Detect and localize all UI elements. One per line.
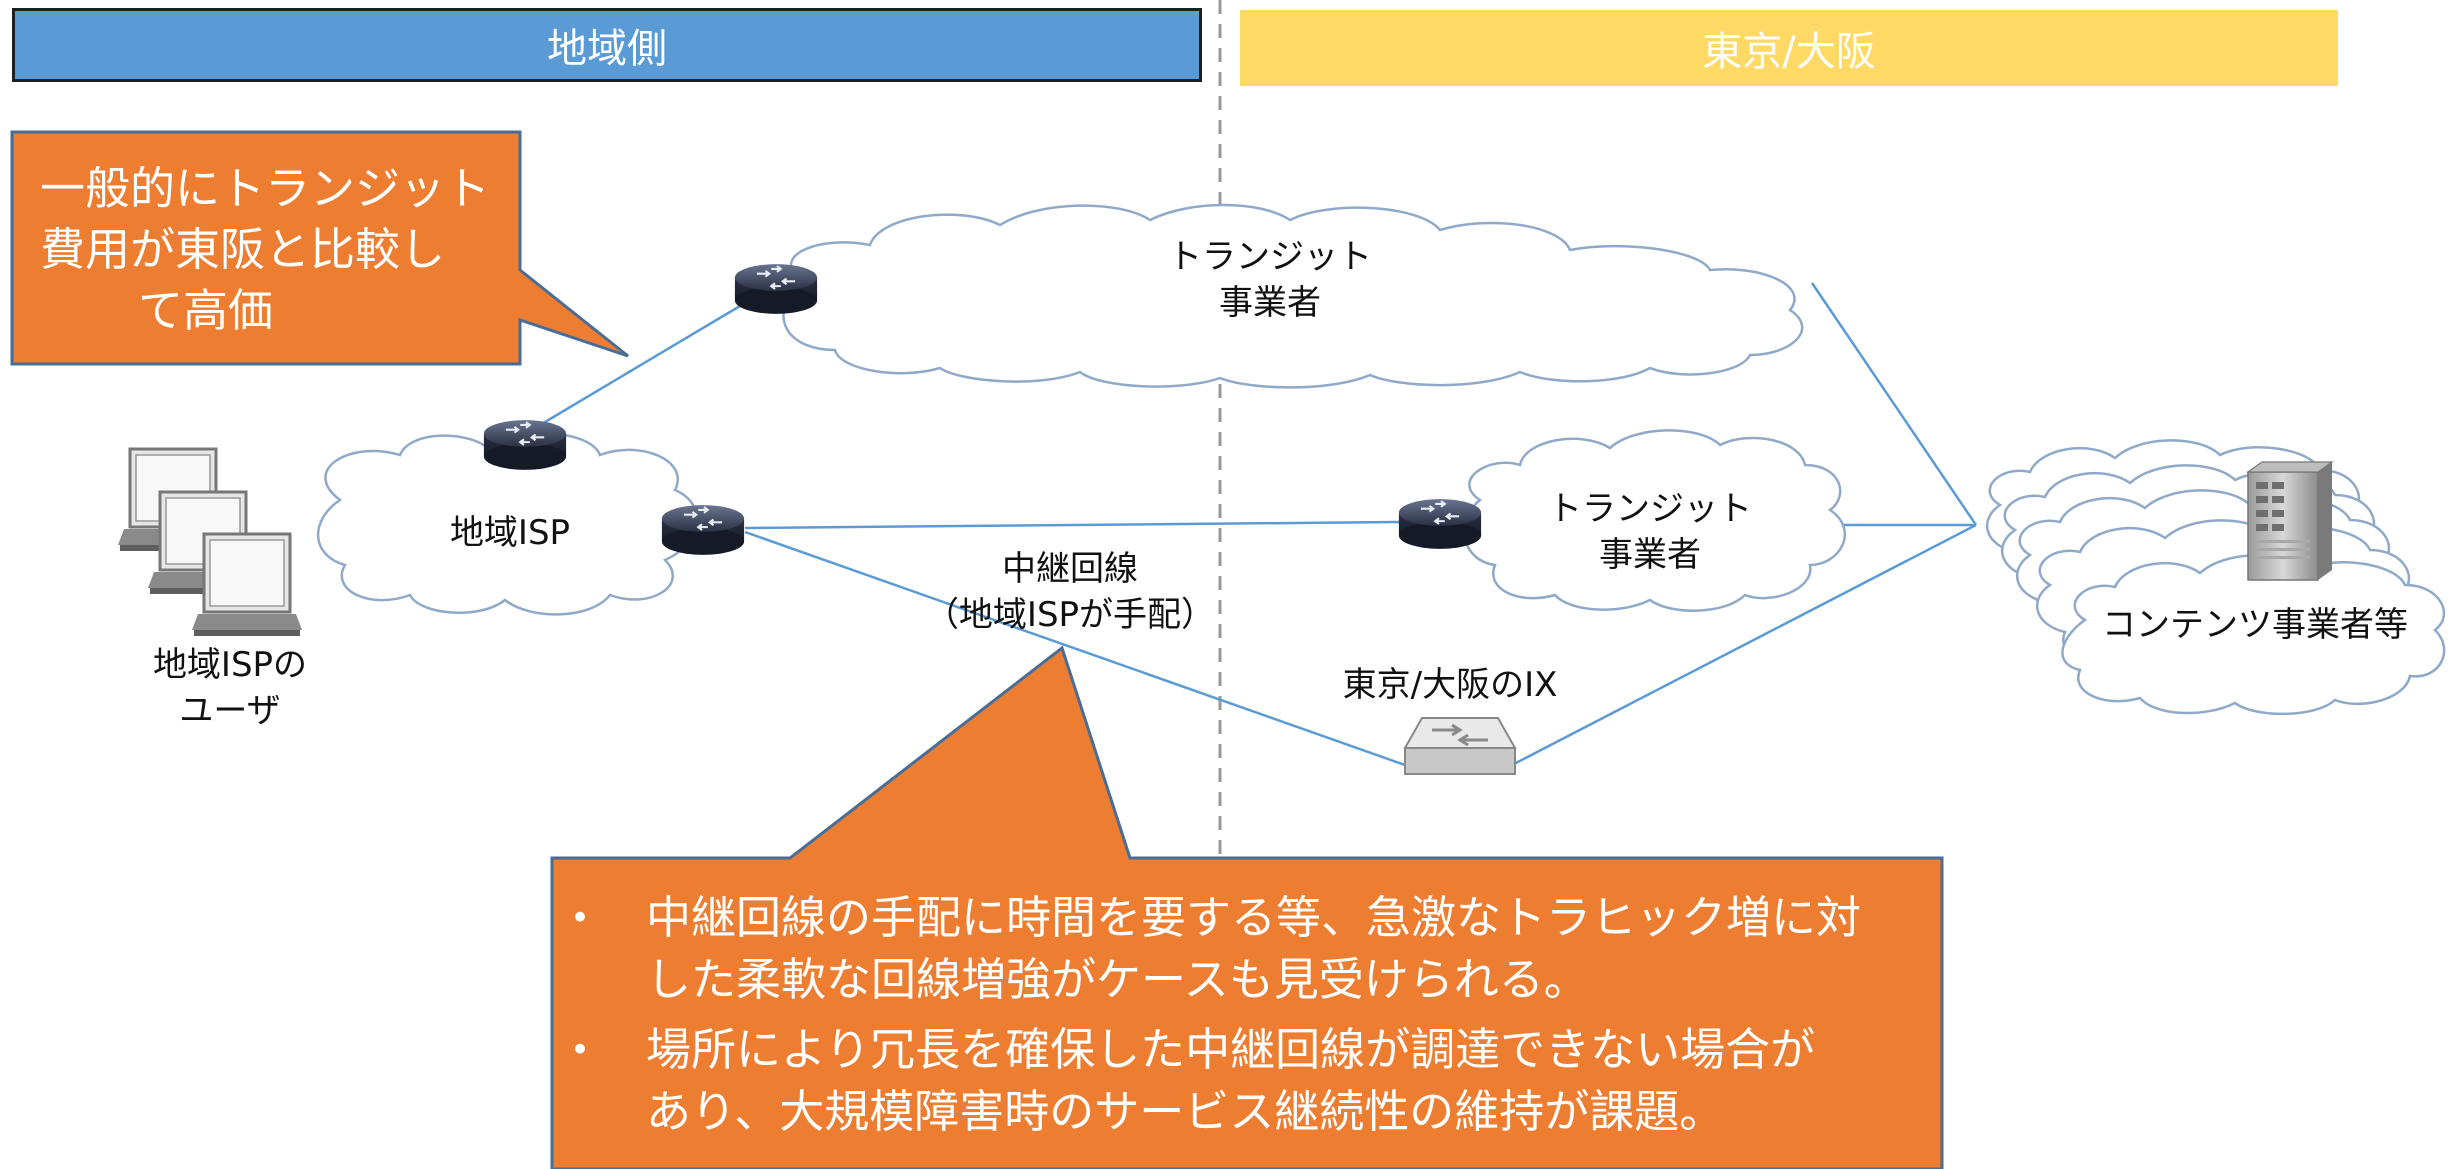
laptop-icon-3: [192, 532, 302, 638]
header-region-side: 地域側: [12, 8, 1202, 82]
router-icon-transit-mid: [1397, 498, 1483, 550]
ix-label: 東京/大阪のIX: [1300, 662, 1600, 708]
switch-icon-ix: [1403, 717, 1517, 775]
relay-line-label-line: （地域ISPが手配）: [924, 595, 1216, 635]
link-transit-top-to-content: [1810, 282, 1978, 526]
network-links: [539, 282, 1978, 767]
router-icon-isp-upper: [482, 419, 568, 471]
issues-line: 中継回線の手配に時間を要する等、急激なトラヒック増に対: [646, 891, 1862, 944]
relay-line-label-line: 中継回線: [1002, 549, 1138, 589]
issues-line: あり、大規模障害時のサービス継続性の維持が課題。: [646, 1085, 1725, 1138]
regional-isp-label: 地域ISP: [410, 510, 610, 556]
content-providers-label-text: コンテンツ事業者等: [2102, 605, 2408, 645]
link-isp-to-transit-mid: [744, 520, 1401, 530]
bullet-icon: •: [570, 1030, 591, 1070]
relay-line-label: 中継回線 （地域ISPが手配）: [900, 546, 1240, 638]
callout-transit-cost-line: て高価: [138, 284, 274, 337]
router-icon-transit-top: [733, 263, 819, 315]
link-ix-to-content: [1511, 523, 1977, 767]
router-icon-isp-lower: [660, 504, 746, 556]
header-tokyo-osaka: 東京/大阪: [1240, 10, 2338, 86]
regional-isp-label-text: 地域ISP: [449, 513, 571, 553]
cloud-content-providers: [1985, 439, 2446, 716]
server-icon: [2246, 461, 2334, 581]
issues-list-item: • 中継回線の手配に時間を要する等、急激なトラヒック増に対 した柔軟な回線増強が…: [560, 887, 1940, 1011]
ix-label-text: 東京/大阪のIX: [1342, 665, 1558, 705]
issues-line: 場所により冗長を確保した中継回線が調達できない場合が: [646, 1023, 1816, 1076]
transit-top-label-line: 事業者: [1219, 283, 1321, 323]
issues-line: した柔軟な回線増強がケースも見受けられる。: [646, 953, 1589, 1006]
users-label: 地域ISPの ユーザ: [110, 642, 350, 734]
link-isp-to-transit-top: [539, 301, 746, 427]
cloud-transit-top: [782, 203, 1804, 389]
users-label-line: 地域ISPの: [152, 645, 308, 685]
issues-list: • 中継回線の手配に時間を要する等、急激なトラヒック増に対 した柔軟な回線増強が…: [560, 887, 1940, 1151]
transit-mid-label-line: トランジット: [1548, 489, 1752, 529]
callout-transit-cost-shape: [10, 130, 629, 366]
link-isp-to-ix: [744, 530, 1406, 767]
transit-mid-label: トランジット 事業者: [1490, 486, 1810, 578]
content-providers-label: コンテンツ事業者等: [2080, 602, 2430, 648]
users-label-line: ユーザ: [179, 691, 281, 731]
transit-top-label-line: トランジット: [1168, 237, 1372, 277]
callout-transit-cost-line: 一般的にトランジット: [40, 162, 491, 215]
bullet-icon: •: [570, 898, 591, 938]
callout-transit-cost-line: 費用が東阪と比較し: [40, 223, 446, 276]
callout-transit-cost: 一般的にトランジット 費用が東阪と比較し て高価: [40, 158, 510, 341]
header-tokyo-osaka-label: 東京/大阪: [1702, 29, 1876, 75]
callout-issues-shape: [550, 645, 1944, 1169]
header-region-side-label: 地域側: [547, 26, 667, 72]
transit-mid-label-line: 事業者: [1599, 535, 1701, 575]
issues-list-item: • 場所により冗長を確保した中継回線が調達できない場合が あり、大規模障害時のサ…: [560, 1019, 1940, 1143]
cloud-regional-isp: [316, 432, 698, 616]
transit-top-label: トランジット 事業者: [1110, 234, 1430, 326]
cloud-transit-mid: [1463, 429, 1847, 612]
